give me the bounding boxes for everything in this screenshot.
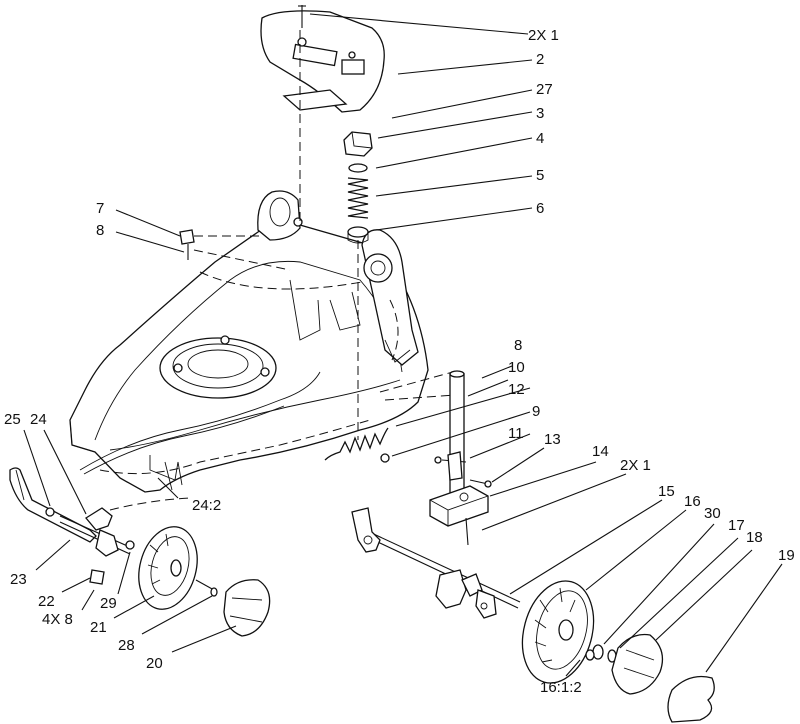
- adjuster-knob: [343, 131, 373, 157]
- washer-30: [592, 644, 604, 660]
- label-16: 16: [684, 493, 701, 510]
- label-12: 12: [508, 381, 525, 398]
- control-cable-2: [83, 405, 285, 475]
- label-2x1-top: 2X 1: [528, 27, 559, 44]
- label-17: 17: [728, 517, 745, 534]
- label-20: 20: [146, 655, 163, 672]
- front-handle-bar: [9, 467, 97, 543]
- nut-25: [45, 507, 55, 517]
- label-22: 22: [38, 593, 55, 610]
- label-3: 3: [536, 105, 544, 122]
- screw-right: [465, 517, 469, 546]
- label-29: 29: [100, 595, 117, 612]
- label-24-2: 24:2: [192, 497, 221, 514]
- label-18: 18: [746, 529, 763, 546]
- rear-wheel: [521, 580, 595, 684]
- washer-29: [125, 540, 135, 550]
- label-28: 28: [118, 637, 135, 654]
- hub-cap-front: [223, 579, 271, 637]
- label-10: 10: [508, 359, 525, 376]
- spring: [347, 177, 369, 219]
- part-labels: 2X 1 2 27 3 4 5 6 7 8 8 10 12 9 11 13 14…: [4, 27, 795, 696]
- label-23: 23: [10, 571, 27, 588]
- screw-13: [469, 479, 492, 488]
- label-11: 11: [508, 425, 524, 442]
- label-2: 2: [536, 51, 544, 68]
- label-30: 30: [704, 505, 721, 522]
- label-27: 27: [536, 81, 553, 98]
- hub-cover-19: [667, 675, 715, 723]
- label-21: 21: [90, 619, 107, 636]
- bracket-11: [447, 451, 463, 481]
- label-2x1-right: 2X 1: [620, 457, 651, 474]
- front-axle-bolt: [195, 579, 218, 597]
- assembly-guides: [99, 30, 461, 511]
- label-25: 25: [4, 411, 21, 428]
- front-axle-bracket: [85, 507, 119, 585]
- handle-cover: [260, 10, 385, 113]
- label-16-1-2: 16:1:2: [540, 679, 582, 696]
- hub-cap-rear: [611, 633, 664, 695]
- label-8-left: 8: [96, 222, 104, 239]
- label-4: 4: [536, 130, 544, 147]
- front-wheel: [138, 526, 198, 610]
- label-6: 6: [536, 200, 544, 217]
- rear-axle: [351, 507, 521, 619]
- label-14: 14: [592, 443, 609, 460]
- label-7: 7: [96, 200, 104, 217]
- label-13: 13: [544, 431, 561, 448]
- label-24: 24: [30, 411, 47, 428]
- nut-9: [380, 453, 390, 463]
- label-9: 9: [532, 403, 540, 420]
- label-15: 15: [658, 483, 675, 500]
- height-block: [429, 485, 489, 527]
- bracket-small: [179, 229, 195, 260]
- leader-lines: [23, 13, 783, 677]
- screw-top: [298, 5, 306, 28]
- adjuster-rod: [449, 370, 465, 505]
- label-19: 19: [778, 547, 795, 564]
- label-5: 5: [536, 167, 544, 184]
- extension-spring: [324, 427, 389, 461]
- label-4x8: 4X 8: [42, 611, 73, 628]
- front-axle-rod: [59, 515, 133, 555]
- rear-pivot-left: [257, 190, 303, 241]
- label-8-right: 8: [514, 337, 522, 354]
- bushing-16-1-2: [585, 649, 595, 661]
- control-cable: [79, 371, 321, 471]
- height-adjuster-housing: [361, 229, 419, 366]
- mower-deck: [69, 222, 429, 493]
- washer: [348, 163, 368, 173]
